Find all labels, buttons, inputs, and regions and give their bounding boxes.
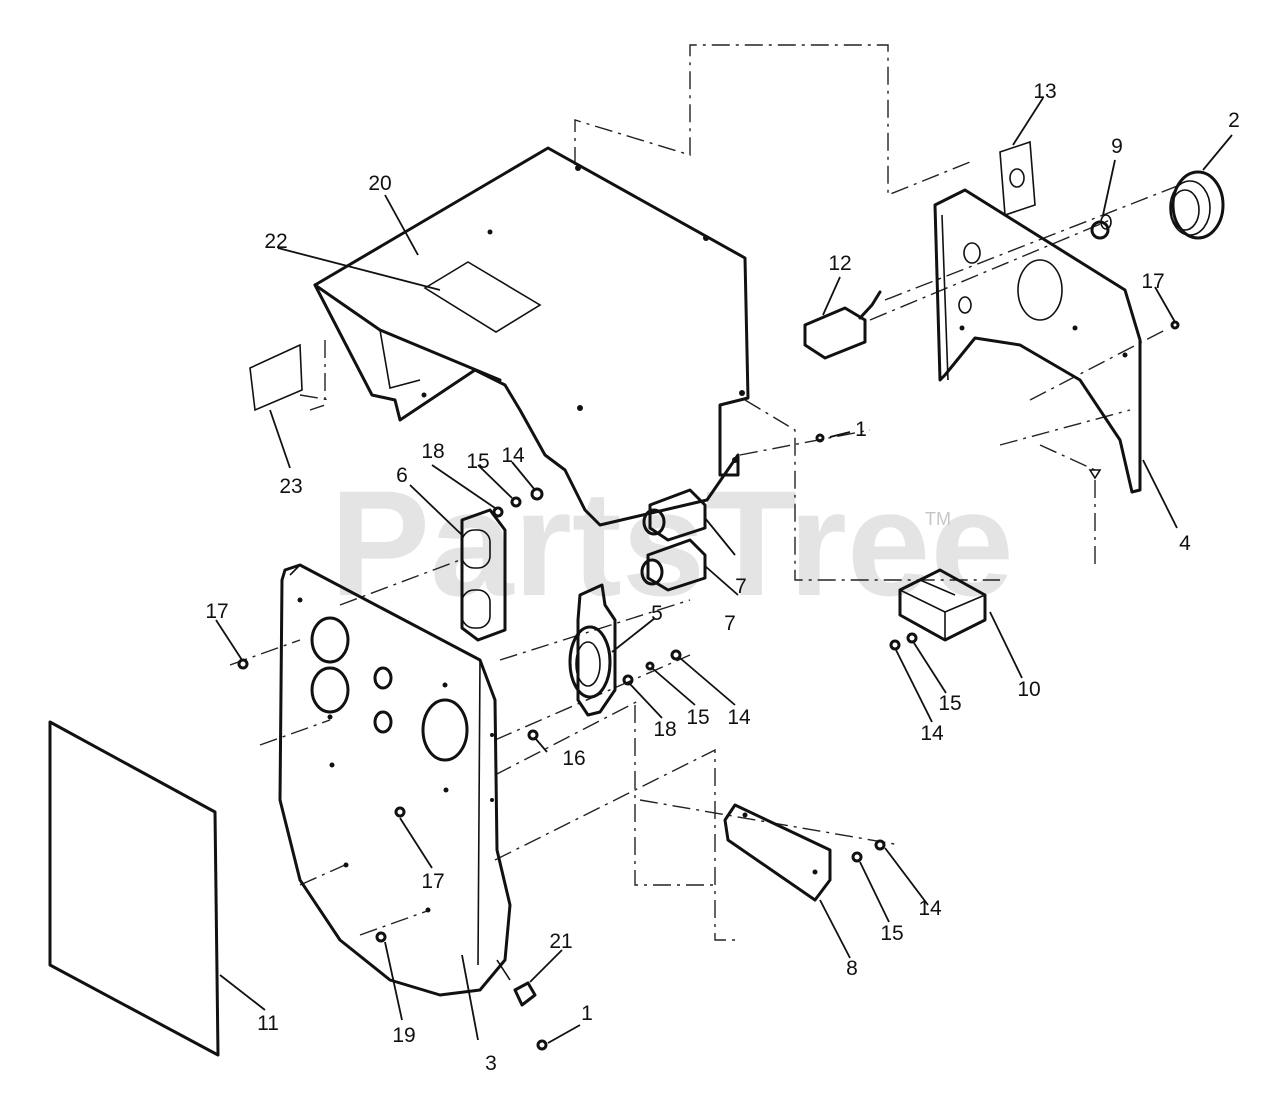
callout-17b: 17 (421, 870, 444, 893)
callout-15d: 15 (938, 692, 961, 715)
callout-11: 11 (257, 1012, 279, 1035)
watermark-text: PartsTree (330, 459, 1014, 627)
part-5-twist-lock-receptacle (568, 583, 617, 717)
callout-14b: 14 (727, 706, 751, 729)
callout-22: 22 (264, 230, 287, 253)
callout-18a: 18 (421, 440, 444, 463)
part-13-plate (999, 140, 1036, 217)
callout-15b: 15 (686, 706, 709, 729)
part-11-panel (48, 720, 220, 1057)
part-7-receptacle-lower (640, 538, 707, 592)
callout-18b: 18 (653, 718, 676, 741)
part-3-front-panel (278, 563, 512, 997)
callout-23: 23 (279, 475, 302, 498)
part-6-duplex-outlet (460, 508, 507, 642)
callout-12: 12 (828, 252, 851, 275)
callout-3: 3 (485, 1052, 497, 1075)
callout-19: 19 (392, 1024, 415, 1047)
part-22-label (423, 261, 542, 333)
callout-15a: 15 (466, 450, 489, 473)
callout-5: 5 (651, 602, 663, 625)
part-10-transformer (898, 568, 987, 642)
callout-labels: 1 1 2 3 4 5 6 7 7 8 9 10 11 12 13 14 14 … (205, 80, 1240, 1075)
callout-13: 13 (1033, 80, 1056, 103)
callout-14c: 14 (918, 897, 942, 920)
callout-7a: 7 (735, 575, 747, 598)
callout-4: 4 (1179, 532, 1191, 555)
part-4-rear-panel (933, 188, 1142, 494)
part-21-clamp (496, 959, 537, 1007)
callout-17a: 17 (205, 600, 228, 623)
callout-16: 16 (562, 747, 585, 770)
callout-14d: 14 (920, 722, 944, 745)
part-20-top-cover (313, 146, 750, 527)
callout-9: 9 (1111, 135, 1123, 158)
part-2-gauge (1169, 170, 1225, 240)
assembly-lines (229, 44, 1181, 941)
callout-leaders (215, 97, 1233, 1044)
callout-7b: 7 (724, 612, 736, 635)
part-8-cover-plate (723, 803, 832, 902)
callout-14a: 14 (501, 444, 525, 467)
callout-6: 6 (396, 464, 408, 487)
callout-1a: 1 (855, 418, 867, 441)
part-7-receptacle-upper (642, 488, 707, 542)
part-12-switch (803, 290, 882, 360)
callout-21: 21 (549, 930, 572, 953)
hardware (237, 320, 1180, 1051)
callout-10: 10 (1017, 678, 1040, 701)
part-9-fitting (1090, 214, 1112, 240)
watermark-trademark: TM (925, 509, 951, 529)
callout-2: 2 (1228, 109, 1240, 132)
callout-20: 20 (368, 172, 391, 195)
part-23-label (249, 343, 303, 412)
callout-17c: 17 (1141, 270, 1164, 293)
callout-1b: 1 (581, 1002, 593, 1025)
callout-8: 8 (846, 957, 858, 980)
callout-15c: 15 (880, 922, 903, 945)
